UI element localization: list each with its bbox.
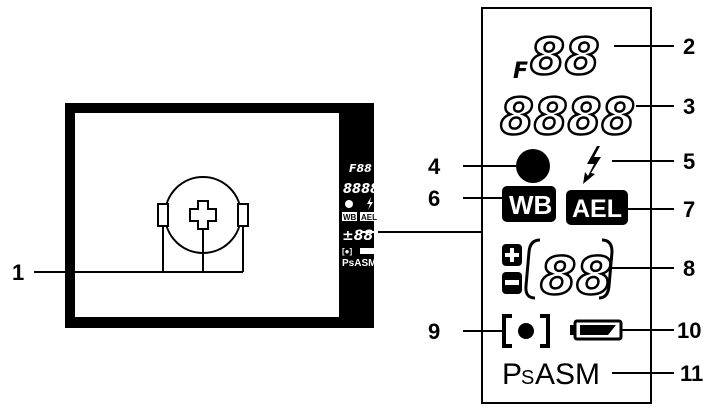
callout-11: 11	[680, 361, 703, 386]
af-frame-center-cross	[189, 200, 217, 230]
aperture-digits: 88	[530, 28, 600, 86]
wb-label: WB	[509, 190, 552, 220]
mini-shutter: 8888	[343, 182, 379, 197]
callout-4: 4	[428, 154, 441, 179]
battery-icon	[570, 319, 623, 341]
comp-bracket-right	[598, 238, 614, 300]
metering-dot	[518, 323, 534, 339]
callout-9: 9	[428, 319, 440, 344]
ael-badge	[566, 190, 628, 225]
af-frame-left	[157, 203, 169, 227]
focus-confirm-dot	[516, 149, 550, 183]
callout-2: 2	[683, 34, 695, 59]
mini-mode: PsASM	[342, 258, 376, 269]
mini-lcd: F88 8888 WB AEL ±88 [●] PsASM	[342, 162, 379, 269]
metering-bracket-right	[540, 314, 550, 348]
callout-3: 3	[683, 94, 695, 119]
mode-s: S	[521, 367, 534, 389]
mini-wb-badge	[342, 212, 357, 221]
mode-asm: ASM	[535, 358, 600, 391]
callout-8: 8	[683, 256, 695, 281]
flash-icon	[583, 146, 601, 184]
mini-ael-badge	[360, 212, 378, 221]
mini-flash-icon	[367, 197, 373, 210]
mini-comp: ±88	[342, 228, 373, 244]
callout-6: 6	[428, 186, 440, 211]
shutter-digits: 8888	[500, 88, 635, 146]
ael-label: AEL	[572, 195, 622, 223]
callout-5: 5	[683, 149, 695, 174]
wb-badge	[502, 186, 556, 222]
af-frame-right	[237, 203, 249, 227]
callout-7: 7	[683, 197, 695, 222]
mini-metering: [●]	[342, 247, 352, 256]
minus-icon	[505, 280, 519, 285]
plus-icon	[505, 248, 519, 262]
mini-aperture: F88	[349, 162, 372, 175]
comp-bracket-left	[524, 238, 541, 300]
mini-ael: AEL	[361, 213, 377, 222]
mini-battery	[360, 248, 376, 254]
mini-wb: WB	[343, 213, 357, 222]
aperture-prefix: F	[513, 59, 528, 84]
mini-focus-dot	[345, 200, 353, 208]
af-frame-group	[34, 176, 249, 273]
mode-p: P	[502, 358, 522, 391]
callout-10: 10	[677, 318, 701, 343]
callout-1: 1	[12, 260, 24, 285]
